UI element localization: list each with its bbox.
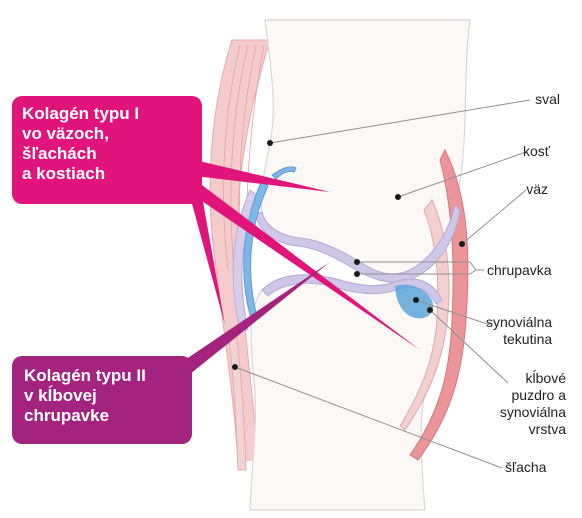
label-ligament: väz — [526, 181, 548, 197]
tendon-blue-top — [271, 166, 297, 180]
cartilage-upper — [255, 204, 461, 283]
label-bone: kosť — [522, 143, 550, 159]
label-synovial-fluid: synoviálna tekutina — [486, 314, 553, 347]
callout-collagen-type-1: Kolagén typu I vo väzoch, šľachách a kos… — [12, 96, 202, 204]
leader-lines — [234, 99, 531, 469]
tendon-lower — [227, 329, 247, 471]
callout-1-pointers — [180, 160, 420, 350]
callout-collagen-type-2: Kolagén typu II v kĺbovej chrupavke — [12, 356, 192, 444]
callout-2-pointers — [170, 262, 330, 378]
label-dots — [232, 140, 465, 370]
label-cartilage: chrupavka — [487, 262, 552, 278]
label-joint-capsule: kĺbové puzdro a synoviálna vrstva — [499, 370, 566, 437]
label-muscle: sval — [535, 91, 560, 107]
label-tendon: šľacha — [505, 459, 547, 475]
